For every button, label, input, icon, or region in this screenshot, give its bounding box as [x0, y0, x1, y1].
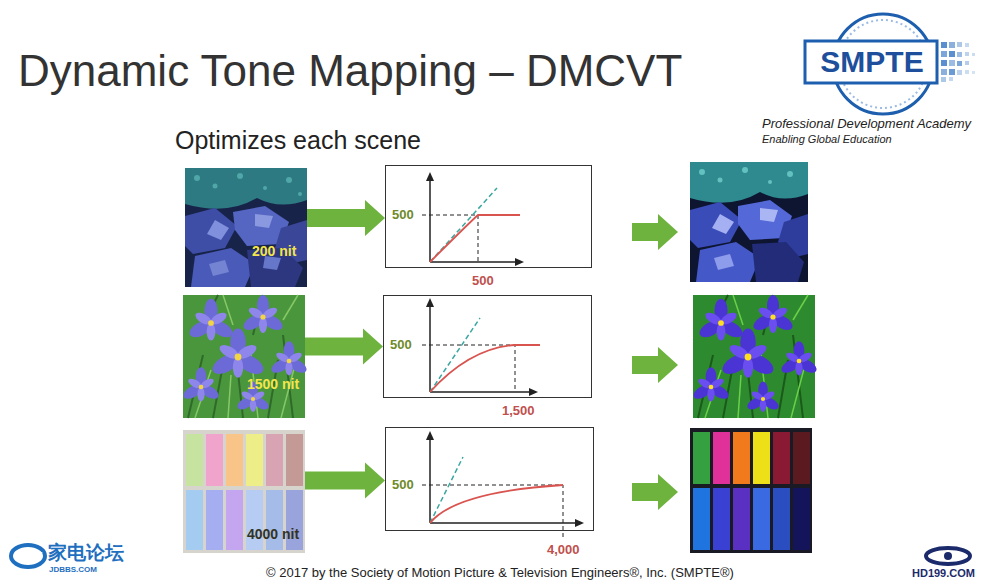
tone-curve-chart: 500500 [385, 165, 592, 268]
axis-value: 1,500 [502, 404, 535, 417]
axis-value: 500 [390, 338, 412, 351]
logo-wordmark: SMPTE [806, 47, 938, 77]
academy-tagline: Enabling Global Education [762, 134, 892, 145]
axis-value: 4,000 [547, 543, 580, 556]
slide-subtitle: Optimizes each scene [175, 128, 421, 153]
tone-curve-chart: 5004,000 [385, 427, 594, 531]
watermark-text: 家电论坛 [48, 543, 124, 562]
block-arrow [305, 329, 383, 365]
smpte-logo [805, 14, 975, 114]
tone-curve [422, 172, 524, 266]
axis-value: 500 [392, 208, 414, 221]
luminance-label: 200 nit [252, 244, 296, 258]
copyright-caption: © 2017 by the Society of Motion Picture … [266, 566, 734, 579]
axis-value: 500 [392, 478, 414, 491]
tone-curve [422, 431, 584, 538]
watermark-url: JDBBS.COM [49, 566, 97, 574]
scene-image [183, 430, 305, 553]
academy-name: Professional Development Academy [762, 117, 971, 130]
scene-image [185, 168, 307, 287]
scene-image-panel: 4000 nit [183, 430, 305, 553]
block-arrow [307, 200, 385, 236]
block-arrow [632, 214, 678, 510]
block-arrow [305, 463, 385, 499]
watermark-url: HD199.COM [912, 568, 975, 579]
watermark-icon [11, 545, 970, 567]
slide-title: Dynamic Tone Mapping – DMCVT [18, 49, 682, 93]
scene-image-panel: 200 nit [185, 168, 307, 287]
scene-image-panel: 1500 nit [183, 295, 305, 418]
tone-curve [422, 298, 540, 396]
scene-image [691, 295, 819, 418]
tone-curve-chart: 5001,500 [383, 295, 592, 398]
scene-image [690, 162, 808, 282]
scene-image [690, 428, 812, 553]
luminance-label: 4000 nit [247, 527, 299, 541]
scene-image [181, 295, 309, 418]
axis-value: 500 [472, 274, 494, 287]
luminance-label: 1500 nit [247, 377, 299, 391]
